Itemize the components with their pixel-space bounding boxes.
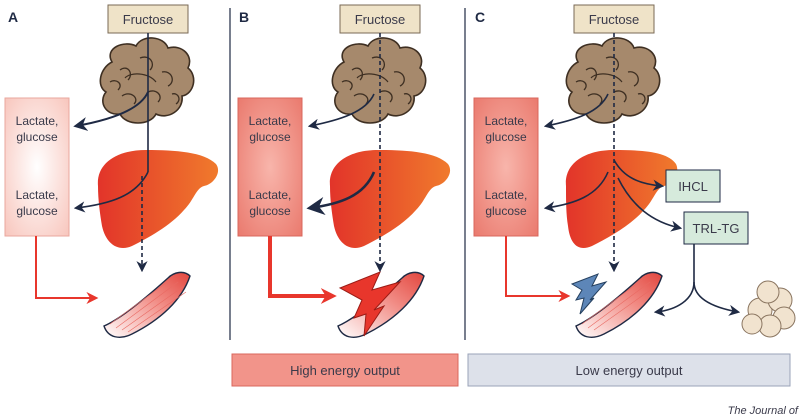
muscle-icon [575, 271, 663, 338]
arrow-to-box-bottom [306, 171, 376, 216]
box-label-top-2: glucose [16, 130, 58, 144]
arrow-to-ihcl [613, 159, 665, 191]
arrow-to-box-top [73, 91, 149, 131]
box-label-top-2: glucose [485, 130, 527, 144]
box-label-bottom-2: glucose [16, 204, 58, 218]
box-label-bottom-1: Lactate, [249, 188, 292, 202]
panel-letter: B [239, 9, 249, 25]
arrow-to-box-bottom [543, 171, 609, 213]
box-label-top-2: glucose [249, 130, 291, 144]
panel-letter: A [8, 9, 18, 25]
fructose-box [107, 4, 189, 34]
arrow-to-fat-cells [693, 281, 741, 316]
fructose-box [573, 4, 655, 34]
panel-letter: C [475, 9, 485, 25]
box-label-top-1: Lactate, [485, 114, 528, 128]
output-label: Low energy output [576, 363, 683, 378]
red-arrow-to-muscle [35, 236, 99, 304]
lightning-icon [338, 271, 402, 337]
panel-a: A Fructose Lactate, glucose Lactate, glu… [4, 4, 219, 338]
trltg-box [683, 211, 749, 245]
fructose-label: Fructose [589, 12, 640, 27]
arrow-to-box-bottom [73, 171, 149, 213]
box-label-top-1: Lactate, [16, 114, 59, 128]
arrow-to-trltg [617, 177, 683, 232]
intestine-icon [565, 37, 661, 124]
footer-credit: The Journal of [728, 405, 799, 416]
ihcl-label: IHCL [678, 179, 708, 194]
liver-icon [97, 150, 219, 248]
intestine-icon [331, 37, 427, 124]
muscle-icon [103, 271, 191, 338]
red-arrow-to-muscle [268, 236, 337, 304]
fat-cells-icon [741, 280, 796, 338]
ihcl-box [665, 169, 721, 203]
intestine-icon [99, 37, 195, 124]
box-label-bottom-2: glucose [485, 204, 527, 218]
box-label-top-1: Lactate, [249, 114, 292, 128]
arrow-to-box-top [307, 93, 375, 130]
box-label-bottom-1: Lactate, [485, 188, 528, 202]
red-arrow-to-muscle [505, 236, 571, 302]
fructose-label: Fructose [123, 12, 174, 27]
liver-icon [565, 150, 678, 248]
fructose-label: Fructose [355, 12, 406, 27]
panel-c: C Fructose Lactate, glucose Lactate, glu… [467, 4, 796, 387]
lactate-glucose-box [4, 97, 70, 237]
lightning-icon [570, 273, 608, 315]
high-energy-output-box [231, 353, 459, 387]
low-energy-output-box [467, 353, 791, 387]
lactate-glucose-box [473, 97, 539, 237]
liver-icon [329, 150, 451, 248]
box-label-bottom-2: glucose [249, 204, 291, 218]
lactate-glucose-box [237, 97, 303, 237]
trltg-label: TRL-TG [693, 221, 740, 236]
arrow-to-box-top [543, 93, 609, 130]
panel-b: B Fructose Lactate, glucose Lactate, glu… [231, 4, 459, 387]
box-label-bottom-1: Lactate, [16, 188, 59, 202]
output-label: High energy output [290, 363, 400, 378]
fructose-box [339, 4, 421, 34]
muscle-icon [337, 271, 425, 338]
